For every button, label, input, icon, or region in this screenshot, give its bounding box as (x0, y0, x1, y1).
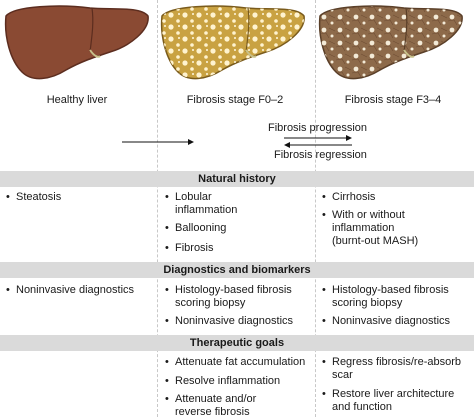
section-band-diagnostics (0, 262, 474, 278)
stage-label-healthy: Healthy liver (46, 94, 108, 106)
list-item: •Cirrhosis (322, 191, 376, 203)
list-item: •Ballooning (165, 222, 227, 234)
list-item: •Attenuate fat accumulation (165, 356, 306, 368)
list-item: •Restore liver architecture and function (322, 388, 455, 413)
list-item: •Fibrosis (165, 242, 214, 254)
list-item: •Resolve inflammation (165, 375, 281, 387)
section-band-therapeutic (0, 335, 474, 351)
list-item: •Noninvasive diagnostics (322, 315, 451, 327)
list-item: •Attenuate and/or reverse fibrosis (165, 393, 257, 418)
list-item: •Noninvasive diagnostics (6, 284, 135, 296)
column-divider-1 (157, 0, 158, 417)
fibrosis-f34-liver-image (318, 5, 463, 80)
liver-illustrations (4, 5, 463, 80)
list-item: •Regress fibrosis/re-absorb scar (322, 356, 461, 381)
left-arrow-icon (122, 139, 194, 145)
fibrosis-f02-liver-image (160, 5, 305, 80)
list-item: •Histology-based fibrosis scoring biopsy (165, 284, 292, 309)
list-item: •Lobular inflammation (165, 191, 238, 216)
list-item: •Histology-based fibrosis scoring biopsy (322, 284, 449, 309)
section-title-diagnostics: Diagnostics and biomarkers (163, 264, 311, 276)
list-item: •Steatosis (6, 191, 62, 203)
fibrosis-regression-label: Fibrosis regression (274, 149, 367, 161)
healthy-liver-image (4, 5, 149, 80)
stage-label-f34: Fibrosis stage F3–4 (344, 94, 442, 106)
regression-arrow-icon (284, 142, 352, 148)
section-title-therapeutic: Therapeutic goals (189, 337, 285, 349)
list-item: •With or without inflammation (burnt-out… (322, 209, 419, 247)
progression-arrow-icon (284, 135, 352, 141)
fibrosis-progression-label: Fibrosis progression (268, 122, 368, 134)
list-item: •Noninvasive diagnostics (165, 315, 294, 327)
section-band-natural-history (0, 171, 474, 187)
section-title-natural-history: Natural history (198, 173, 276, 185)
progression-arrows (122, 135, 352, 148)
column-divider-2 (315, 0, 316, 417)
stage-label-f02: Fibrosis stage F0–2 (186, 94, 284, 106)
